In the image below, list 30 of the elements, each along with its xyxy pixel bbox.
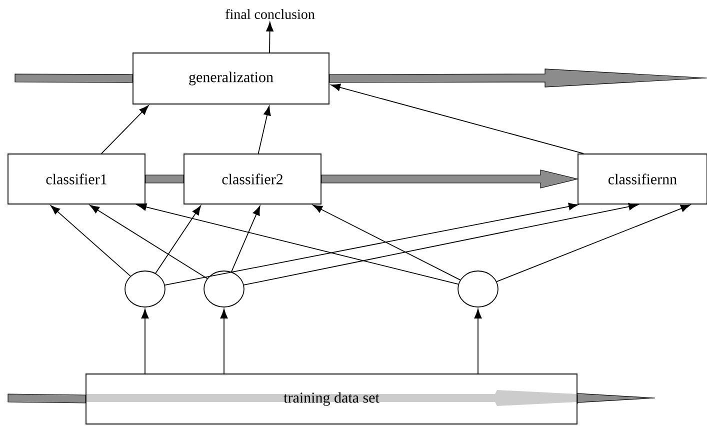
- process-box: training data set: [86, 374, 578, 424]
- circle-node: [204, 270, 244, 308]
- arrow: [50, 205, 131, 277]
- arrow: [136, 203, 459, 285]
- circle-node: [458, 270, 498, 308]
- arrow: [164, 202, 578, 286]
- flow-band-arrow: [321, 170, 579, 188]
- arrow: [141, 308, 149, 374]
- text-label: final conclusion: [226, 9, 315, 19]
- arrow: [474, 308, 482, 374]
- arrow: [496, 204, 690, 282]
- arrow: [220, 308, 228, 374]
- arrow: [258, 106, 271, 154]
- arrow: [244, 202, 638, 286]
- arrow: [330, 84, 584, 154]
- process-box: classifiernn: [578, 154, 707, 204]
- arrow: [101, 105, 149, 154]
- arrow: [155, 206, 201, 274]
- flow-band-arrow: [329, 68, 707, 88]
- flow-band-arrow: [8, 394, 86, 404]
- arrow: [90, 205, 208, 279]
- arrow: [266, 22, 274, 53]
- process-box: classifier2: [184, 154, 322, 204]
- arrow: [312, 204, 461, 280]
- circle-node: [124, 270, 166, 308]
- flow-band-arrow: [145, 174, 184, 184]
- arrow: [230, 206, 260, 272]
- flow-band-arrow: [14, 74, 133, 83]
- process-box: classifier1: [8, 154, 146, 204]
- process-box: generalization: [132, 52, 330, 104]
